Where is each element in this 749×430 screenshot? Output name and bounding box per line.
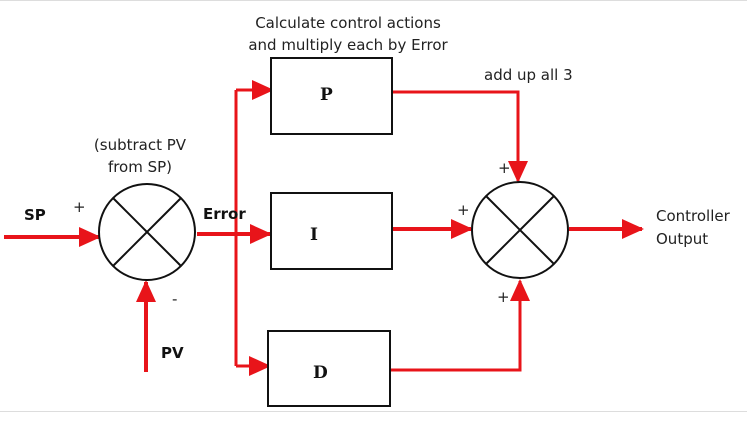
p-output-arrow <box>393 90 528 183</box>
i-label: I <box>310 225 318 245</box>
sum-note: add up all 3 <box>484 66 573 84</box>
i-block <box>270 192 393 270</box>
p-block <box>270 57 393 135</box>
title-line2: and multiply each by Error <box>248 36 448 54</box>
output-line2: Output <box>656 230 708 248</box>
pv-minus: - <box>172 290 177 308</box>
subtract-note-line2: from SP) <box>108 158 172 176</box>
title-line1: Calculate control actions <box>255 14 441 32</box>
sp-label: SP <box>24 206 46 224</box>
p-plus: + <box>498 159 511 177</box>
d-plus: + <box>497 288 510 306</box>
d-output-arrow <box>391 279 530 372</box>
i-plus: + <box>457 201 470 219</box>
sp-plus: + <box>73 198 86 216</box>
output-line1: Controller <box>656 207 731 225</box>
error-label: Error <box>203 205 246 223</box>
subtract-junction <box>98 183 196 281</box>
d-label: D <box>313 363 328 383</box>
subtract-note-line1: (subtract PV <box>94 136 187 154</box>
d-block <box>267 330 391 407</box>
p-label: P <box>320 85 333 105</box>
sum-junction <box>471 181 569 279</box>
pv-label: PV <box>161 344 184 362</box>
diagram-frame <box>0 0 747 412</box>
